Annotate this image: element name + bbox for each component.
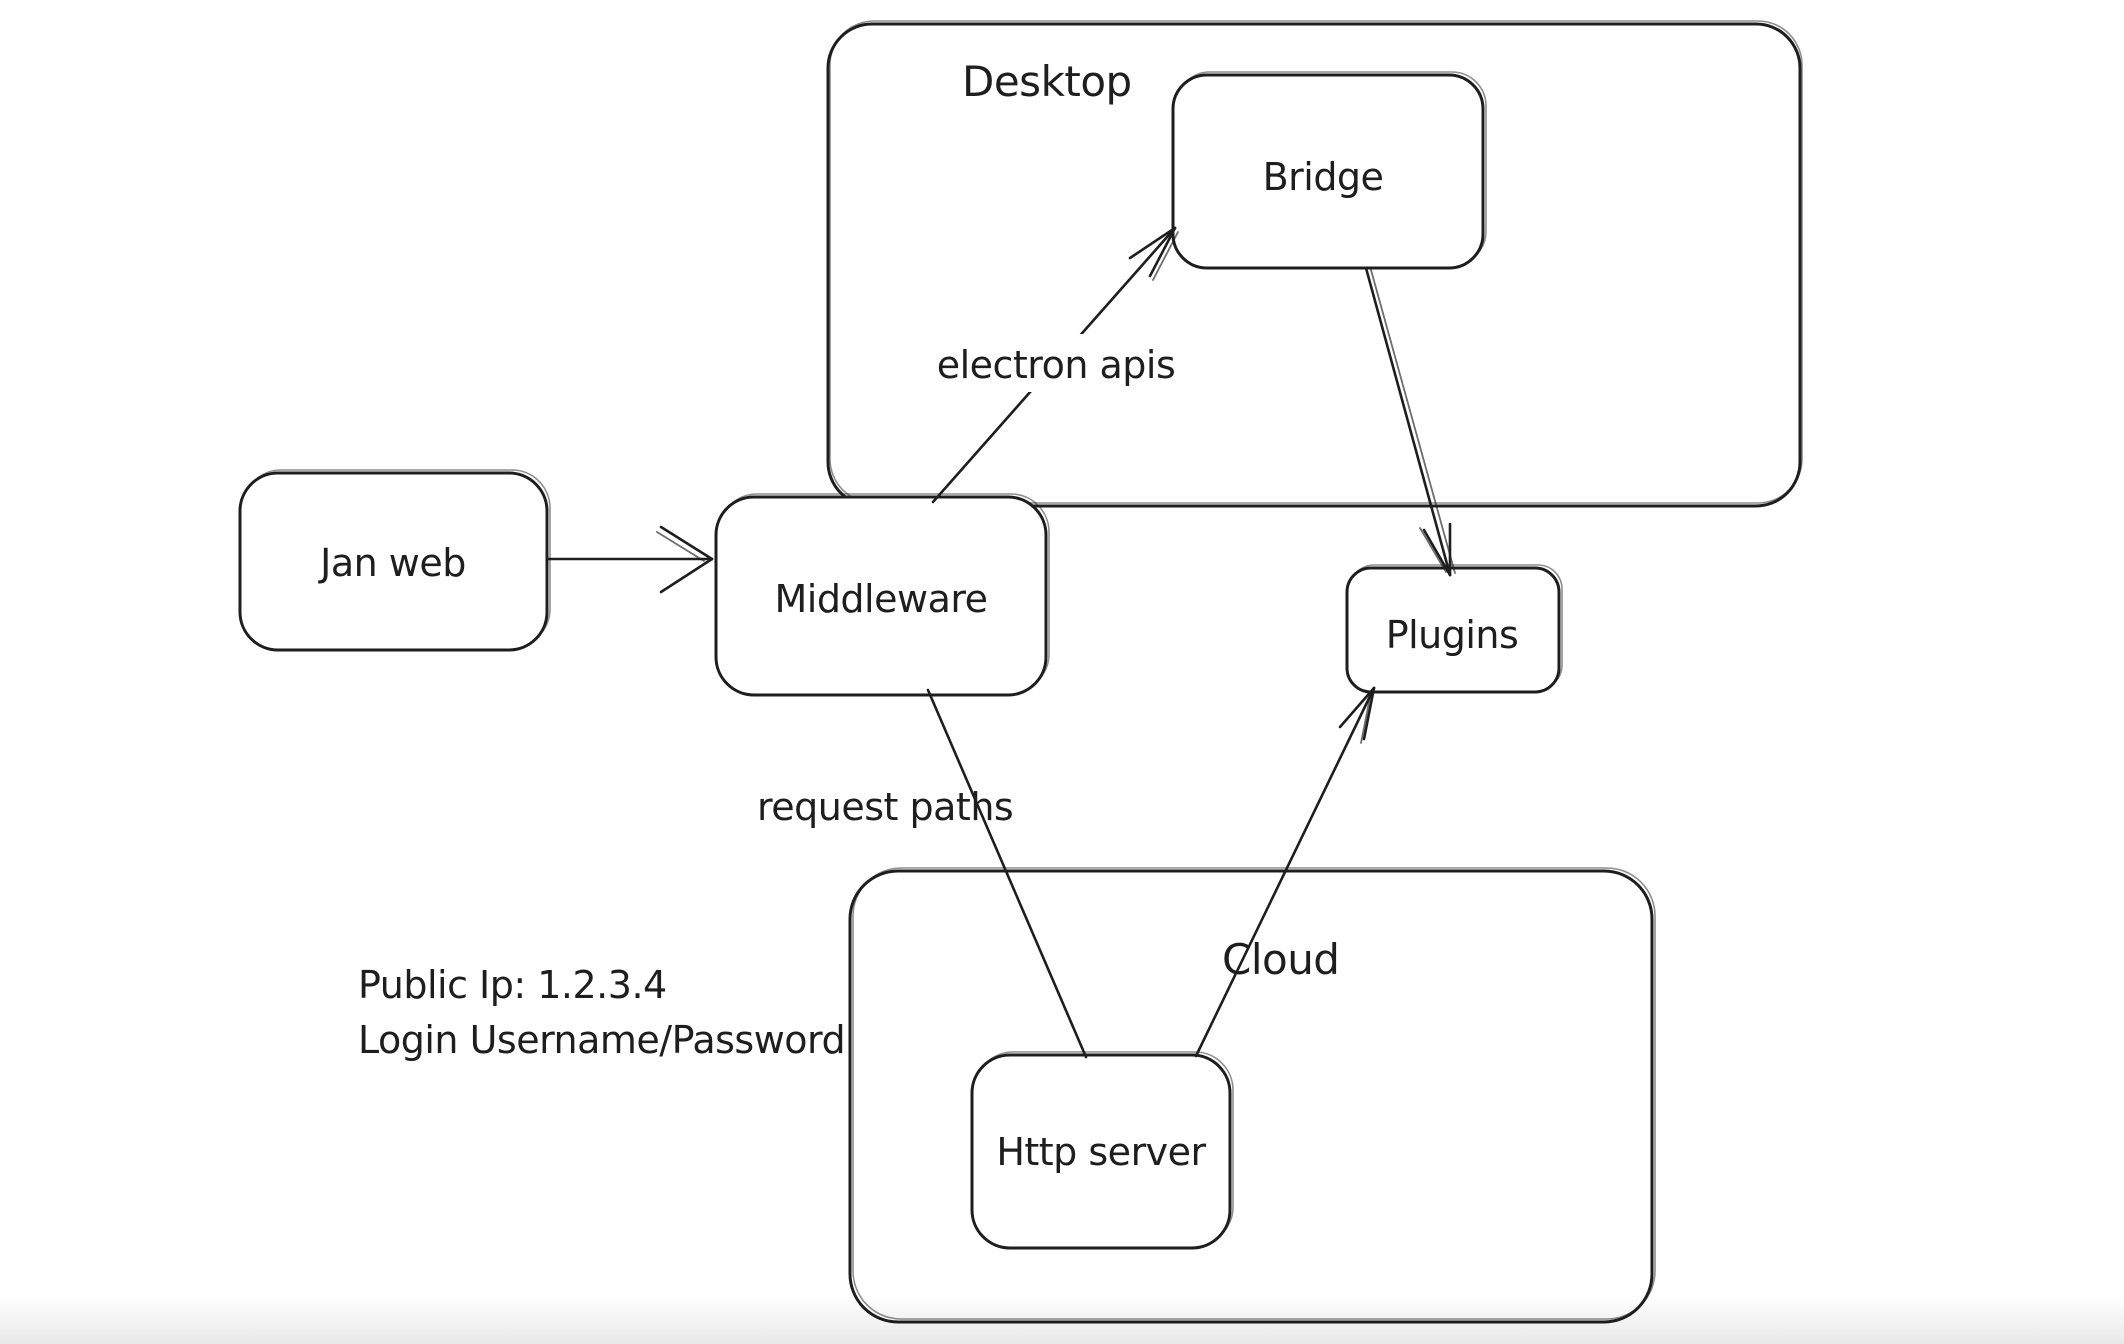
public-ip-note: Public Ip: 1.2.3.4 (358, 963, 667, 1007)
edge-jan-web-middleware-arrowhead (659, 525, 714, 561)
edge-bridge-plugins-line-sketch (1370, 269, 1456, 574)
edge-http-server-plugins[interactable] (1194, 686, 1376, 1058)
node-middleware[interactable]: Middleware (714, 493, 1050, 697)
edge-middleware-bridge[interactable]: electron apis (910, 226, 1202, 504)
bridge-label: Bridge (1263, 155, 1384, 199)
edge-http-server-plugins-line[interactable] (1194, 686, 1376, 1058)
jan-web-box[interactable] (238, 471, 549, 652)
edge-jan-web-middleware[interactable] (547, 525, 714, 594)
node-plugins[interactable]: Plugins (1345, 564, 1563, 694)
middleware-label: Middleware (774, 577, 987, 621)
login-note: Login Username/Password (358, 1018, 845, 1062)
edge-middleware-bridge-arrowhead (1148, 226, 1177, 278)
jan-web-label: Jan web (318, 541, 466, 585)
node-jan-web[interactable]: Jan web (238, 469, 551, 652)
desktop-box[interactable] (826, 22, 1802, 508)
edge-jan-web-middleware-arrowhead2 (659, 557, 714, 594)
electron-apis-label-background (910, 334, 1202, 392)
edge-middleware-http-server-line[interactable] (926, 688, 1088, 1059)
edge-bridge-plugins-line[interactable] (1364, 266, 1452, 577)
edge-http-server-plugins-arrowhead2 (1338, 686, 1376, 729)
node-desktop[interactable]: Desktop (826, 20, 1803, 508)
desktop-label: Desktop (962, 57, 1132, 106)
edge-middleware-http-server[interactable] (926, 688, 1088, 1059)
edge-middleware-bridge-arrowhead2 (1128, 226, 1177, 260)
node-http-server[interactable]: Http server (970, 1051, 1234, 1250)
edge-bridge-plugins[interactable] (1364, 266, 1456, 577)
http-server-label: Http server (996, 1130, 1206, 1174)
edge-bridge-plugins-arrowhead2 (1422, 528, 1452, 577)
request-paths-label: request paths (757, 785, 1013, 829)
cloud-label: Cloud (1222, 935, 1339, 984)
middleware-box[interactable] (714, 495, 1048, 697)
edge-middleware-bridge-arrowhead-sketch (1152, 231, 1179, 281)
node-bridge[interactable]: Bridge (1171, 71, 1487, 270)
http-server-box[interactable] (970, 1053, 1232, 1250)
plugins-label: Plugins (1386, 613, 1519, 657)
bottom-fade (0, 1296, 2124, 1344)
bridge-box[interactable] (1171, 73, 1485, 270)
electron-apis-label: electron apis (937, 343, 1176, 387)
desktop-box-sketch-stroke (829, 20, 1803, 504)
edge-http-server-plugins-arrowhead-sketch (1360, 691, 1372, 744)
edge-http-server-plugins-arrowhead (1362, 686, 1376, 741)
edge-jan-web-middleware-arrowhead-sketch (656, 531, 705, 562)
edge-bridge-plugins-arrowhead-sketch (1419, 527, 1447, 573)
